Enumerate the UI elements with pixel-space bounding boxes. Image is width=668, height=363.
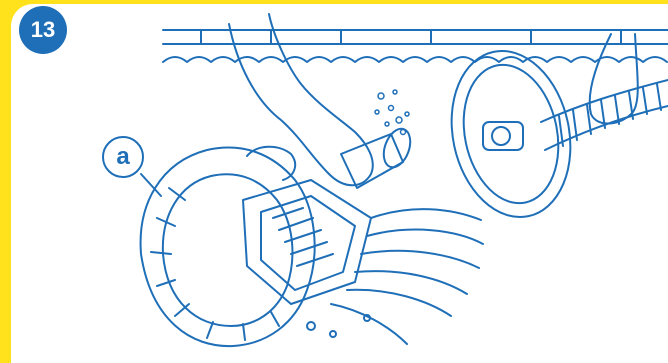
callout-leader-line (140, 173, 162, 197)
pool-cleaner-robot-icon (139, 127, 484, 348)
hand-icon (228, 13, 374, 187)
callout-label-a: a (102, 136, 144, 178)
illustration-panel (11, 4, 668, 363)
step-number-badge: 13 (19, 6, 67, 54)
water-surface-icon (162, 56, 668, 63)
hand-icon (588, 33, 639, 125)
pool-cleaner-illustration (139, 13, 668, 348)
air-bubbles-icon (374, 89, 410, 136)
disc-skimmer-plate-icon (450, 49, 572, 219)
pool-wall-icon (162, 29, 668, 45)
hose-icon (540, 79, 668, 151)
